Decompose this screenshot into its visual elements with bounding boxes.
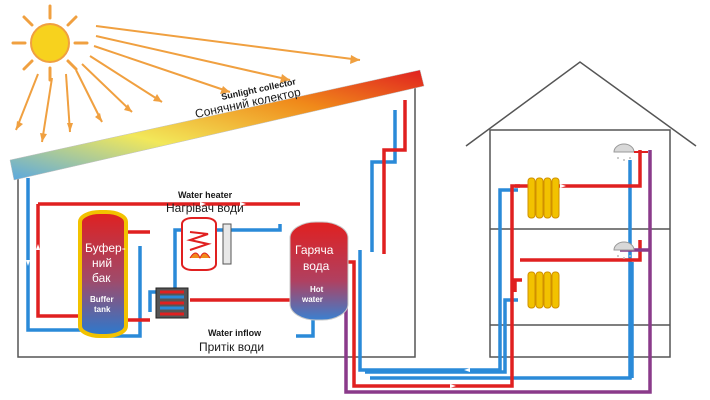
main-building-outline	[17, 88, 416, 358]
water-inflow-label-en: Water inflow	[208, 328, 262, 338]
buffer-tank-label-en-2: tank	[94, 305, 111, 314]
hot-water-label-uk-2: вода	[303, 259, 330, 273]
second-building-outline	[465, 61, 697, 358]
hot-water-label-uk-1: Гаряча	[295, 243, 334, 257]
solar-collector-panel	[9, 69, 425, 181]
buffer-tank-label-uk-2: ний	[92, 256, 112, 270]
buffer-tank-label-uk-1: Буфер-	[85, 241, 126, 255]
water-heater-label-en: Water heater	[178, 190, 233, 200]
water-heater-label-uk: Нагрівач води	[166, 201, 244, 215]
hot-water-label-en-2: water	[301, 295, 323, 304]
shower-upper-icon	[613, 143, 648, 161]
radiator-lower-icon	[527, 271, 560, 309]
hot-water-tank	[289, 221, 349, 321]
buffer-tank-label-uk-3: бак	[92, 271, 111, 285]
buffer-tank	[78, 210, 128, 338]
ray-arrowheads	[16, 55, 360, 142]
sun-icon	[11, 4, 89, 82]
heat-exchanger-icon	[155, 287, 189, 319]
flow-arrows	[26, 184, 566, 388]
water-heater	[181, 217, 232, 271]
buffer-tank-label-en-1: Buffer	[90, 295, 114, 304]
hot-water-label-en-1: Hot	[310, 285, 324, 294]
sun-rays	[15, 25, 361, 143]
shower-lower-icon	[613, 241, 635, 259]
water-inflow-label-uk: Притік води	[199, 340, 264, 354]
radiator-upper-icon	[527, 177, 560, 219]
